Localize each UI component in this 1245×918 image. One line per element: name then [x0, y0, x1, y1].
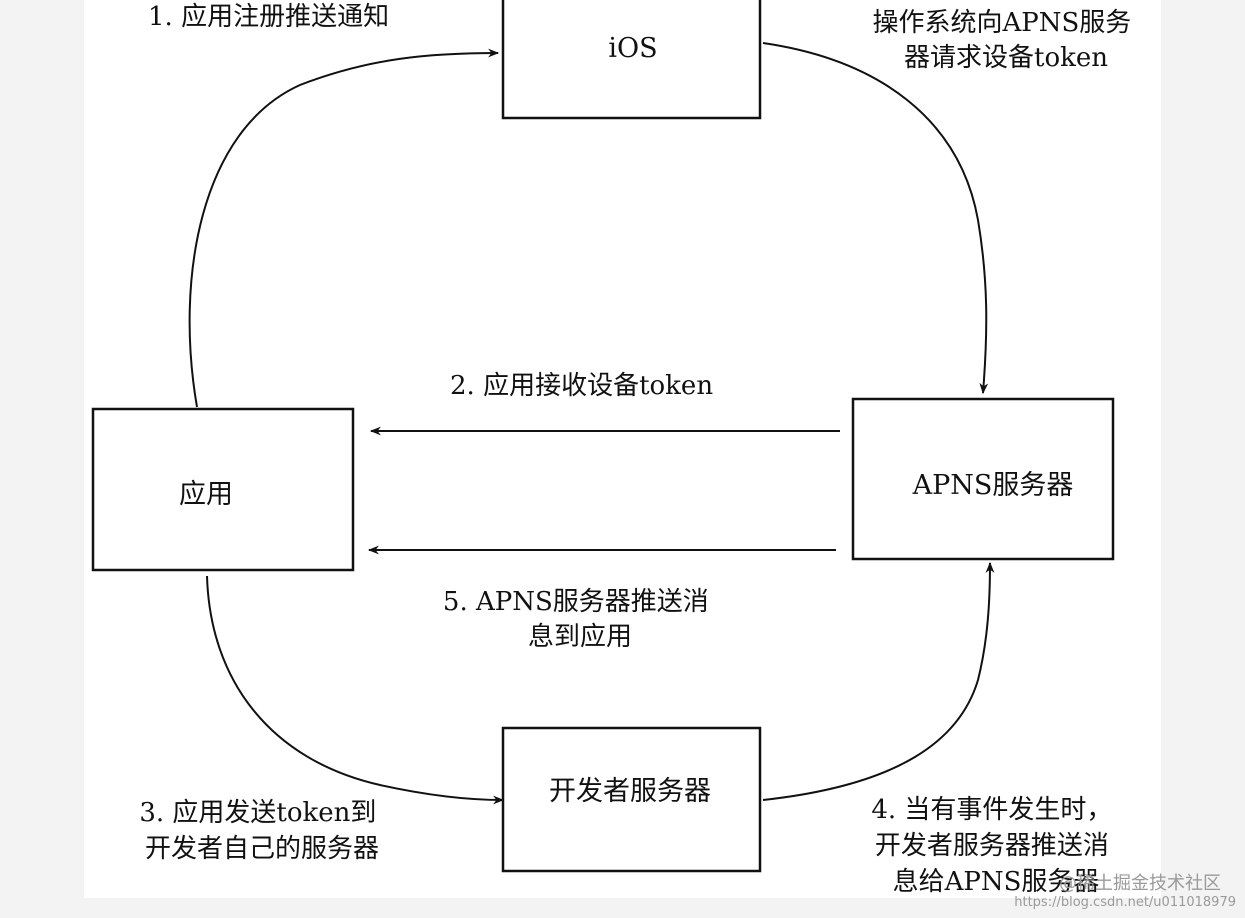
arrow-dev-server-to-apns	[762, 561, 995, 801]
step-os-request-label: 操作系统向APNS服务 器请求设备token	[872, 8, 1139, 73]
step-1-label: 1. 应用注册推送通知	[148, 2, 389, 32]
ios-node-label: iOS	[608, 33, 657, 64]
dev-server-node: 开发者服务器	[501, 726, 762, 873]
watermark-community: @稀土掘金技术社区	[1059, 873, 1221, 894]
step-5-label: 5. APNS服务器推送消 息到应用	[443, 587, 717, 652]
arrow-app-to-ios	[188, 48, 500, 408]
step-2-label: 2. 应用接收设备token	[450, 371, 713, 401]
app-node: 应用	[91, 407, 355, 572]
apns-node-label: APNS服务器	[912, 470, 1074, 501]
arrow-app-to-dev-server	[206, 575, 505, 805]
watermark-url: https://blog.csdn.net/u011018979	[1014, 895, 1236, 910]
arrow-ios-to-apns	[762, 42, 989, 395]
apns-node: APNS服务器	[851, 397, 1115, 561]
step-3-label: 3. 应用发送token到 开发者自己的服务器	[139, 798, 384, 864]
app-node-label: 应用	[179, 479, 233, 510]
ios-node: iOS	[501, 0, 762, 120]
dev-server-node-label: 开发者服务器	[549, 776, 711, 807]
step-4-label: 4. 当有事件发生时， 开发者服务器推送消 息给APNS服务器	[871, 795, 1120, 897]
